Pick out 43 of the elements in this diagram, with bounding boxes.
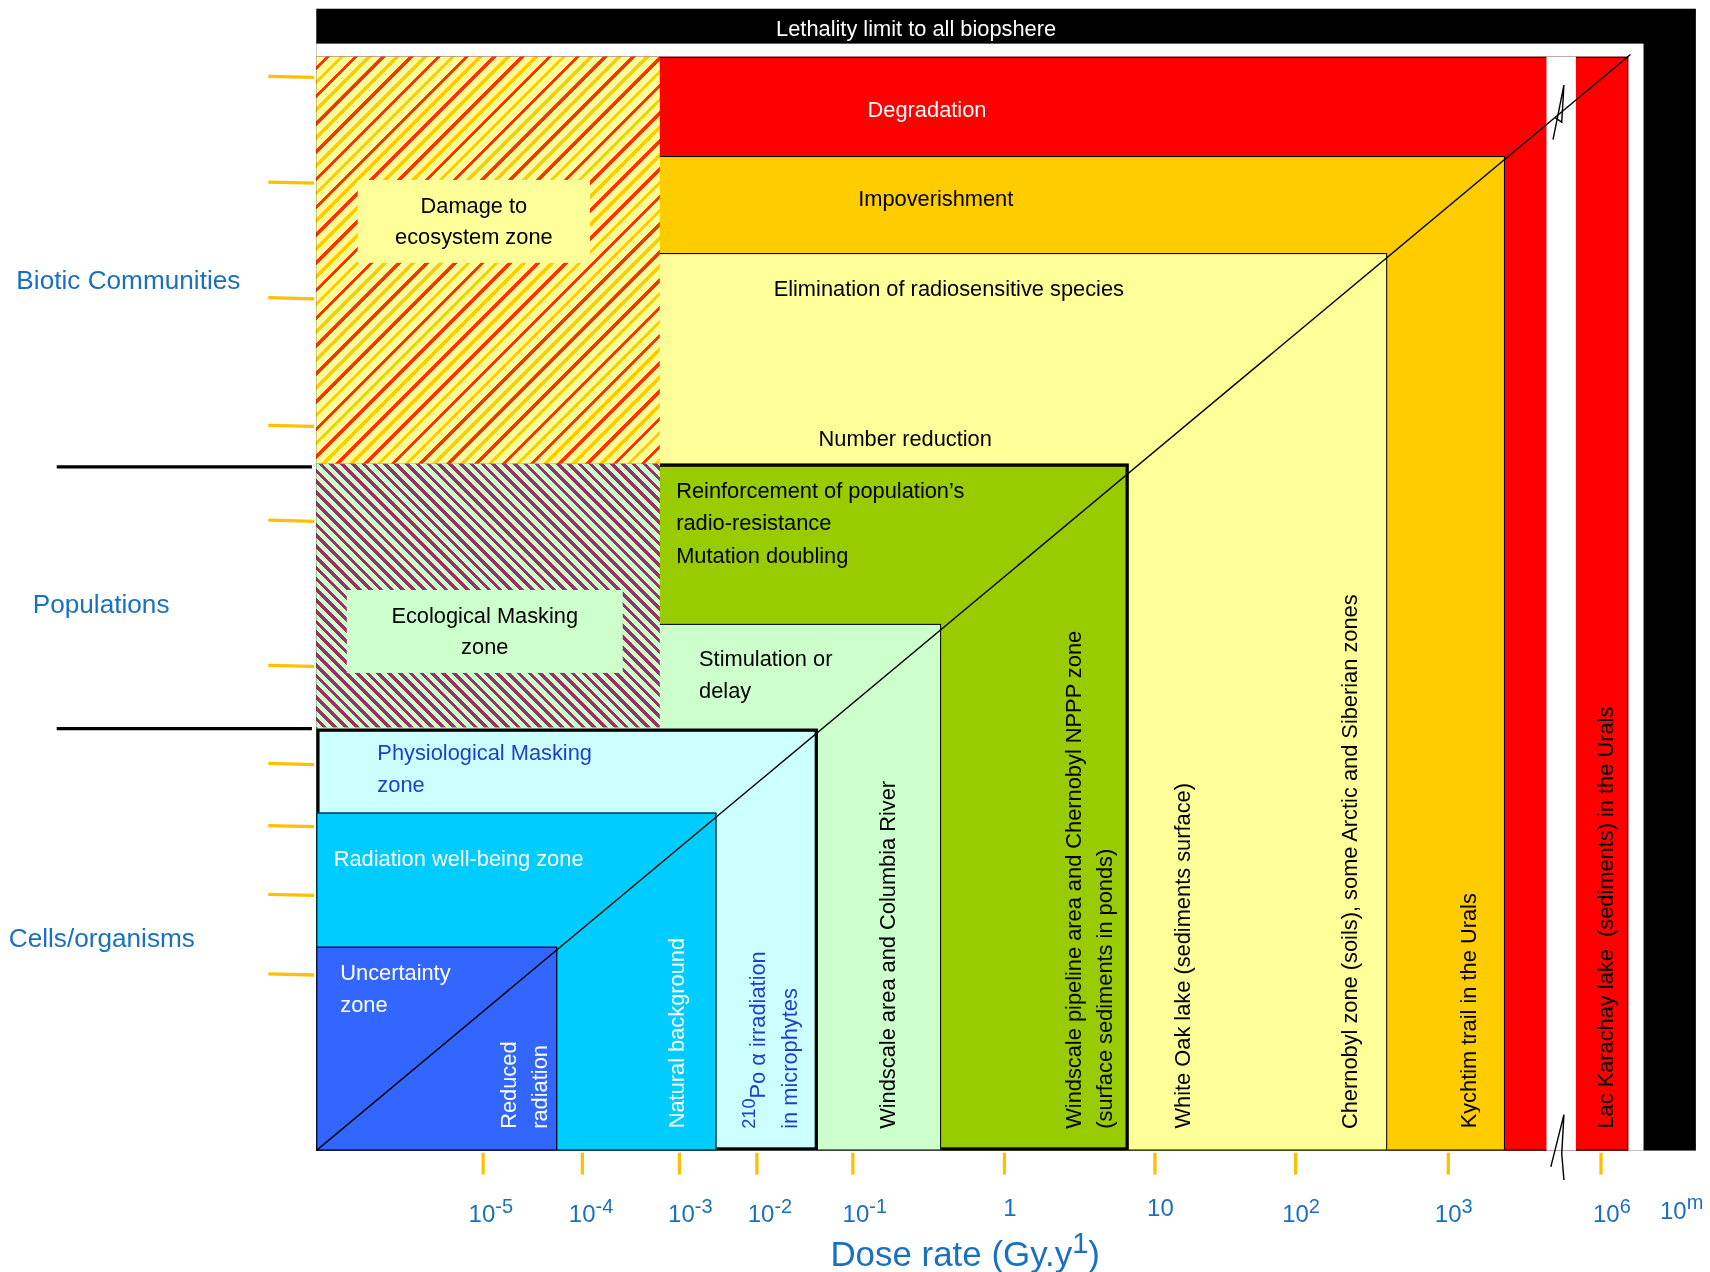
tick-label: 10 (1147, 1194, 1174, 1223)
zone-label: Damage to ecosystem zone (357, 179, 590, 263)
tick-label: 10$^{3}$ (1434, 1194, 1473, 1229)
tick-label: 1 (1003, 1194, 1017, 1223)
zone-label: Mutation doubling (676, 542, 850, 570)
tick-label: 10$^{6}$ (1593, 1194, 1631, 1229)
tick-label: 10$^{-1}$ (842, 1194, 888, 1229)
tick-label: 10$^{-3}$ (668, 1194, 713, 1229)
zone-label: Stimulation or delay (699, 645, 834, 705)
impoverishment-zone (316, 155, 1506, 1151)
hatched-zone (316, 56, 660, 464)
zone-label: Number reduction (817, 425, 993, 453)
uncertainty-zone (316, 946, 558, 1151)
vertical-zone-label: Kychtim trail in the Urals (1454, 893, 1481, 1129)
group-label: Populations (32, 588, 170, 620)
well-being-zone (316, 812, 717, 1151)
vertical-zone-label: Reduced radiation (495, 1040, 553, 1129)
zone-label: Degradation (866, 96, 988, 124)
hatched-zone (316, 463, 660, 728)
vertical-zone-label: Windscale pipeline area and Chernobyl NPPP zone (surface sediments in ponds) (1060, 629, 1118, 1129)
zone-label: Uncertainty zone (340, 959, 452, 1019)
tick-label: 10$^{2}$ (1282, 1194, 1320, 1229)
tick-label: 10$^{-2}$ (747, 1194, 793, 1229)
group-label: Cells/organisms (8, 922, 195, 954)
vertical-zone-label: White Oak lake (sediments surface) (1169, 783, 1196, 1129)
zone-label: Reinforcement of population’s radio-resistance (676, 477, 966, 537)
group-label: Biotic Communities (16, 265, 241, 296)
vertical-zone-label: Natural background (663, 938, 690, 1129)
zone-label: Elimination of radiosensitive species (772, 274, 1125, 303)
physiological-masking-zone (316, 728, 818, 1151)
tick-label: 10$^{-5}$ (468, 1194, 513, 1229)
vertical-zone-label: Chernobyl zone (soils), some Arctic and Siberian zones (1336, 594, 1363, 1129)
elimination-zone (316, 253, 1388, 1151)
zone-label: Lethality limit to all biopshere (775, 15, 1058, 43)
vertical-zone-label: Lac Karachay lake (sediments) in the Urals (1592, 706, 1619, 1129)
vertical-zone-label: Windscale area and Columbia River (874, 780, 901, 1129)
zone-label: Radiation well-being zone (333, 845, 585, 873)
zone-label: Impoverishment (857, 185, 1015, 213)
tick-label: 10$^{-4}$ (568, 1194, 614, 1229)
zone-label: Ecological Masking zone (346, 590, 623, 673)
zone-label: Physiological Masking zone (377, 739, 593, 799)
tick-label: 10$^{m}$ (1660, 1190, 1704, 1226)
reinforcement-zone (316, 463, 1129, 1151)
